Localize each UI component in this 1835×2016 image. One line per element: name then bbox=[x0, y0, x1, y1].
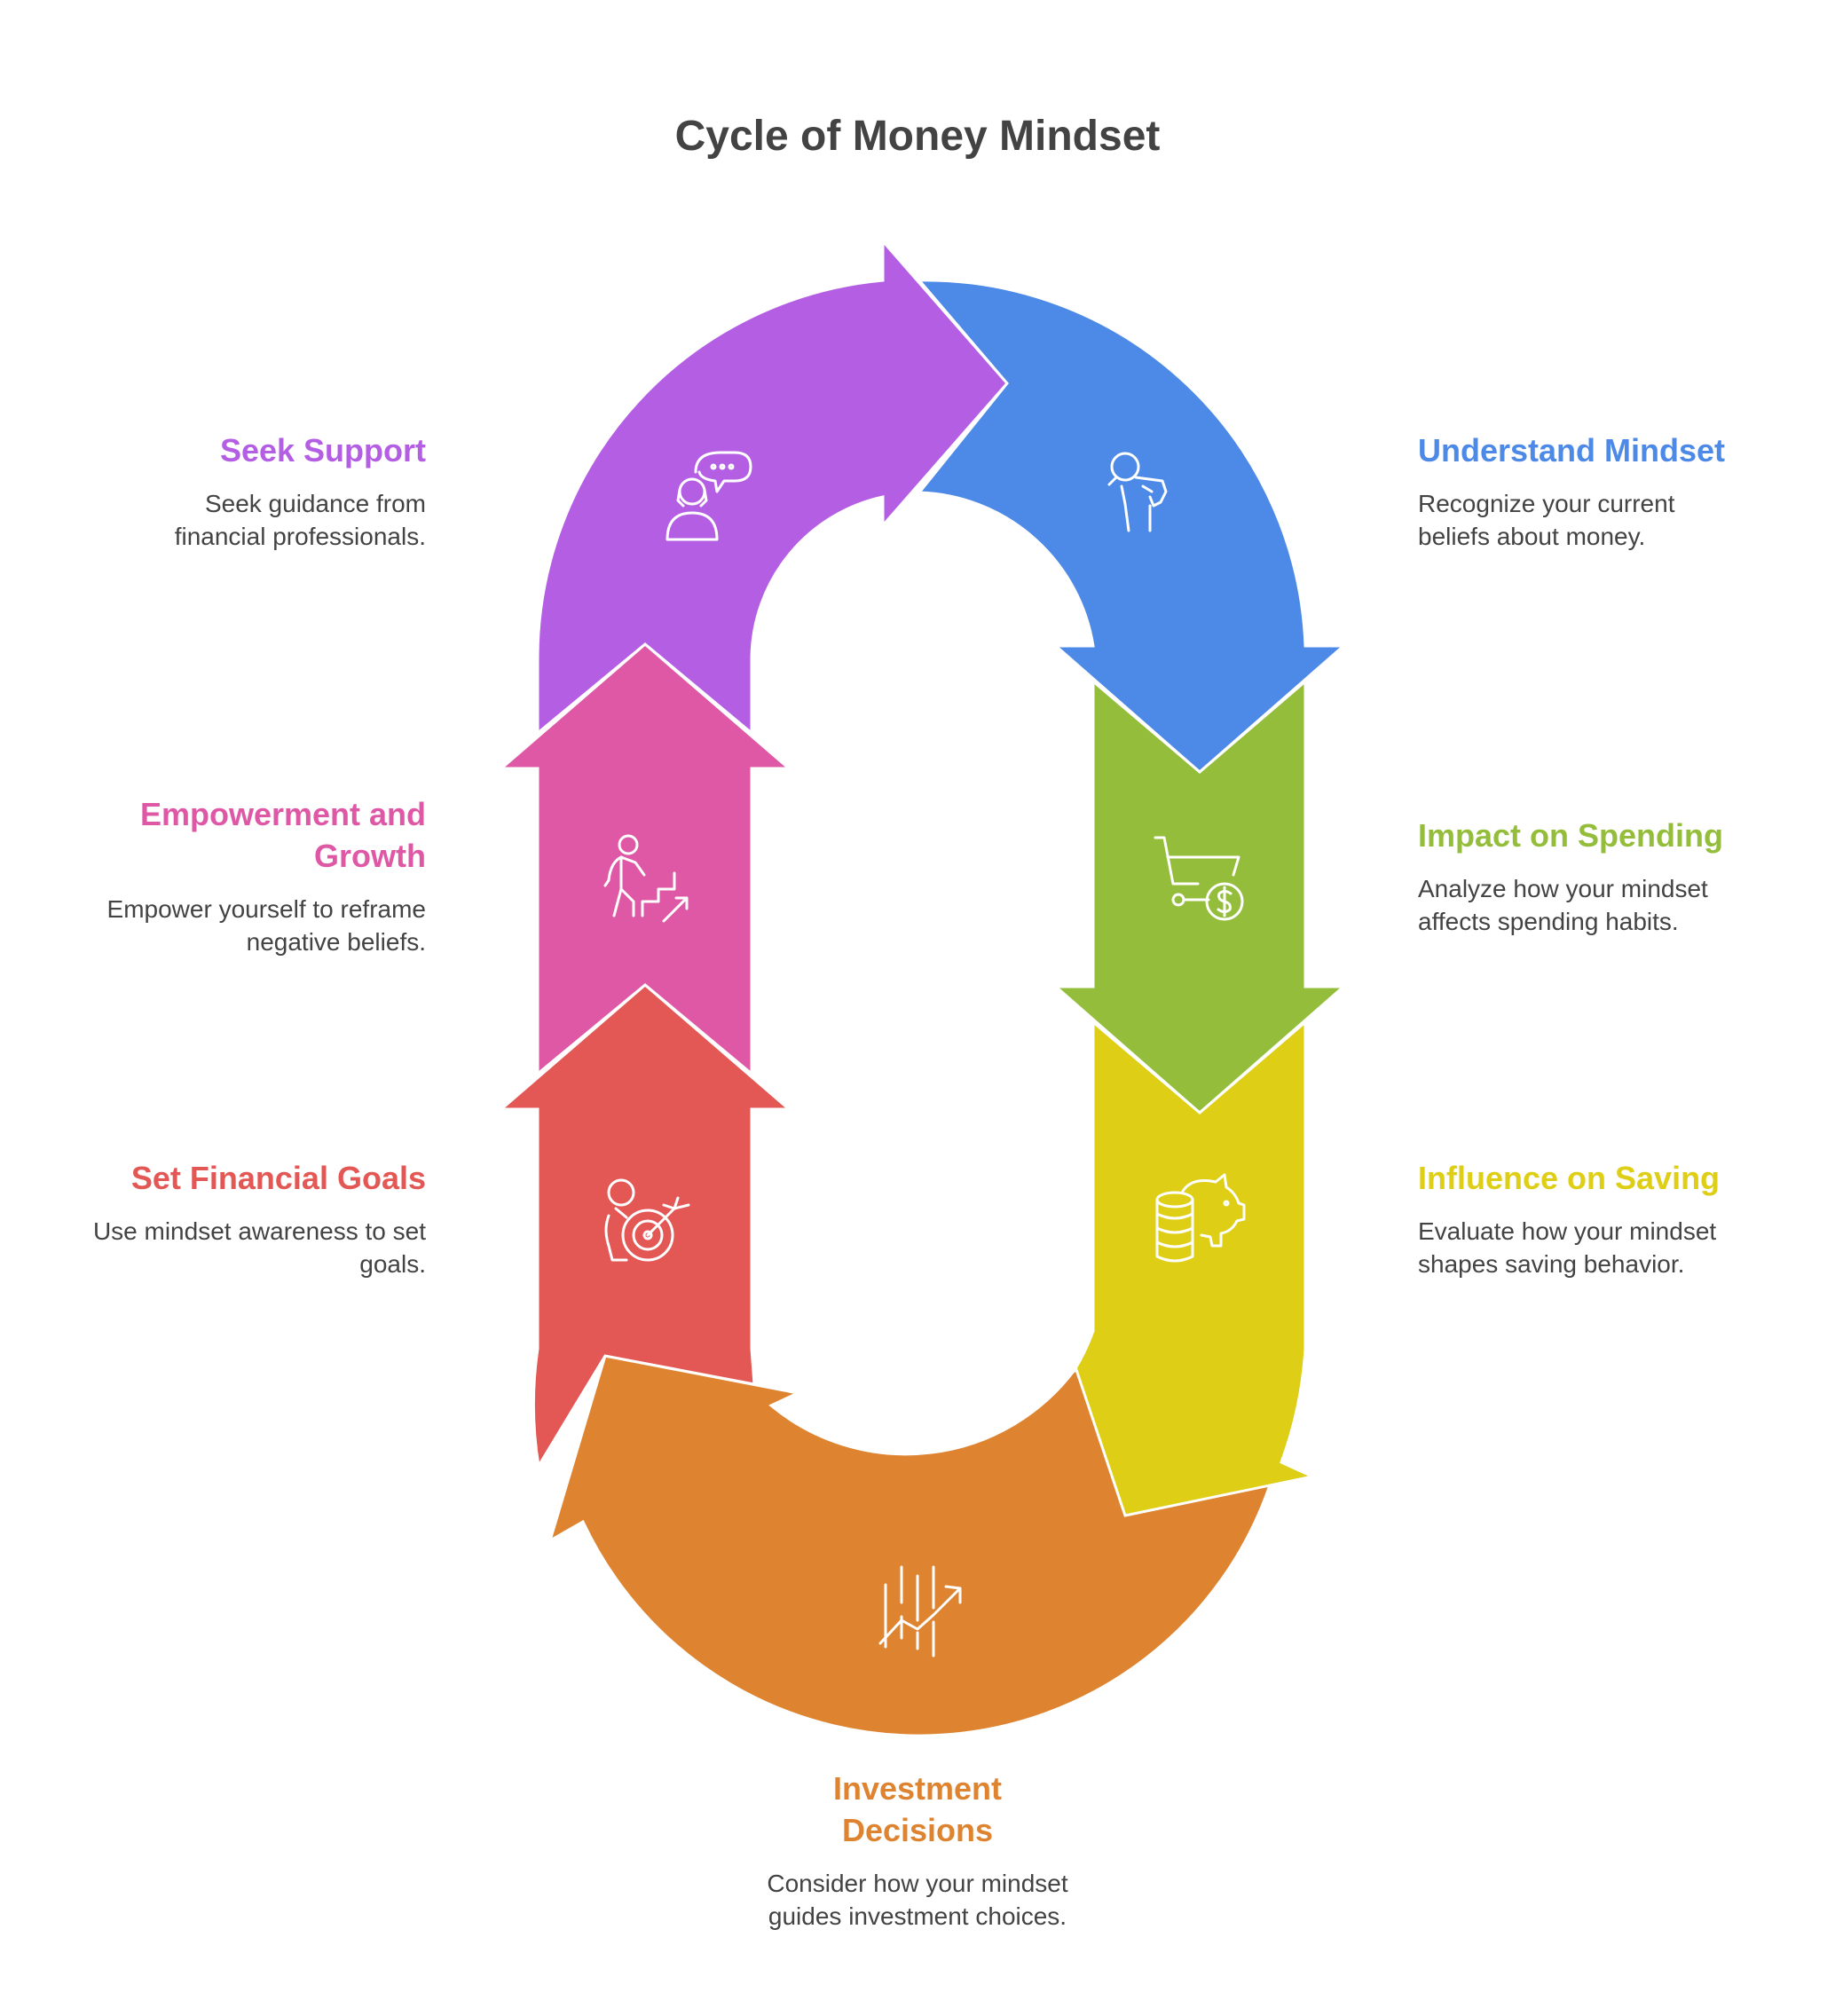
arrow-spending bbox=[1052, 678, 1347, 1114]
step-title: Empowerment and Growth bbox=[139, 796, 426, 874]
step-description: Empower yourself to reframe negative bel… bbox=[106, 895, 426, 956]
arrow-empowerment bbox=[497, 642, 793, 1077]
step-impact-on-spending: Impact on Spending Analyze how your mind… bbox=[1418, 815, 1737, 938]
step-title: Investment Decisions bbox=[832, 1770, 1003, 1848]
page-title: Cycle of Money Mindset bbox=[674, 113, 1161, 160]
arrow-understand bbox=[916, 279, 1347, 774]
piggy-bank-coins-icon bbox=[1155, 1173, 1246, 1263]
shopping-cart-dollar-icon bbox=[1154, 836, 1244, 921]
step-description: Use mindset awareness to set goals. bbox=[92, 1217, 426, 1278]
step-title: Set Financial Goals bbox=[130, 1160, 426, 1196]
arrow-goals bbox=[497, 983, 793, 1470]
arrow-support bbox=[536, 238, 1009, 736]
step-description: Seek guidance from financial professiona… bbox=[174, 490, 426, 550]
person-target-icon bbox=[604, 1178, 690, 1262]
step-description: Analyze how your mindset affects spendin… bbox=[1418, 875, 1708, 935]
step-description: Consider how your mindset guides investm… bbox=[767, 1870, 1068, 1930]
step-description: Evaluate how your mindset shapes saving … bbox=[1418, 1217, 1717, 1278]
person-climbing-stairs-icon bbox=[603, 834, 689, 923]
person-speech-bubble-icon bbox=[665, 451, 752, 541]
step-seek-support: Seek Support Seek guidance from financia… bbox=[142, 429, 426, 553]
step-title: Understand Mindset bbox=[1418, 432, 1726, 469]
step-title: Impact on Spending bbox=[1418, 817, 1724, 854]
step-title: Influence on Saving bbox=[1418, 1160, 1721, 1196]
step-understand-mindset: Understand Mindset Recognize your curren… bbox=[1418, 429, 1725, 553]
step-investment-decisions: Investment Decisions Consider how your m… bbox=[651, 1768, 1184, 1933]
growth-chart-icon bbox=[878, 1565, 962, 1658]
mindset-head-icon bbox=[1107, 452, 1168, 532]
arrow-saving bbox=[1062, 1019, 1317, 1517]
arrow-investment bbox=[547, 1354, 1273, 1737]
step-influence-on-saving: Influence on Saving Evaluate how your mi… bbox=[1418, 1157, 1746, 1280]
step-description: Recognize your current beliefs about mon… bbox=[1418, 490, 1675, 550]
step-empowerment-growth: Empowerment and Growth Empower yourself … bbox=[106, 793, 426, 958]
step-set-financial-goals: Set Financial Goals Use mindset awarenes… bbox=[89, 1157, 426, 1280]
step-title: Seek Support bbox=[219, 432, 426, 469]
